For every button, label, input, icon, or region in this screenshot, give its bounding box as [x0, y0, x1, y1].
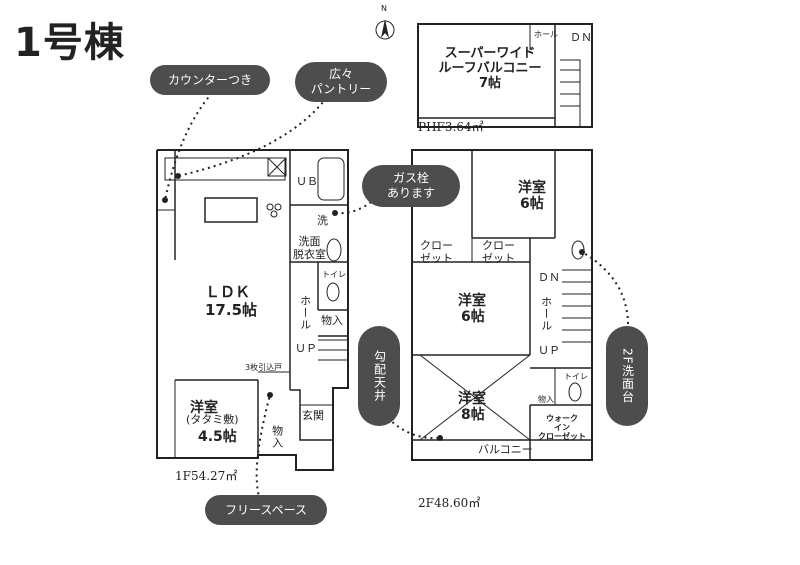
compass-icon — [375, 19, 395, 40]
room-a-size: 6帖 — [520, 196, 544, 212]
dn-2f-label: ＤＮ — [538, 271, 560, 284]
roof-outline — [417, 23, 593, 128]
ldk-size: 17.5帖 — [205, 301, 258, 319]
2f-area: 2F48.60㎡ — [418, 496, 481, 510]
room-b-size: 6帖 — [461, 309, 485, 325]
toilet-2f-label: トイレ — [564, 372, 588, 381]
hall-2f-label: ホール — [539, 296, 553, 332]
entrance-label: 玄関 — [302, 409, 324, 422]
washitsu-size: 4.5帖 — [198, 429, 237, 445]
callout-gas: ガス栓 あります — [362, 165, 460, 207]
callout-counter: カウンターつき — [150, 65, 270, 95]
callout-pantry: 広々 パントリー — [295, 62, 387, 102]
storage-2f-label: 物入 — [538, 395, 554, 404]
storage-1f-label: 物入 — [321, 314, 343, 327]
wash-room-label: 洗面 脱衣室 — [293, 235, 326, 261]
roof-balcony-line2: ルーフバルコニー — [438, 60, 542, 76]
roof-balcony-label: スーパーワイド ルーフバルコニー 7帖 — [425, 46, 555, 92]
up-1f-label: ＵＰ — [295, 342, 317, 355]
storage2-1f-label: 物入 — [270, 425, 284, 449]
wic-label: ウォーク イン クローゼット — [538, 414, 586, 442]
2f-outline — [411, 149, 593, 461]
callout-free-space: フリースペース — [205, 495, 327, 525]
callout-sloped-ceiling: 勾配天井 — [358, 326, 400, 426]
up-2f-label: ＵＰ — [538, 344, 560, 357]
room-b-name: 洋室 — [458, 293, 486, 309]
room-c-name: 洋室 — [458, 391, 486, 407]
roof-balcony-line1: スーパーワイド — [444, 46, 536, 61]
wash-label: 洗 — [317, 214, 328, 227]
ldk-name: ＬＤＫ — [205, 283, 251, 301]
closet1-label: クロー ゼット — [420, 239, 453, 265]
ub-label: ＵＢ — [296, 175, 318, 188]
toilet-1f-label: トイレ — [322, 270, 346, 279]
sliding-door-label: 3枚引込戸 — [245, 363, 283, 372]
room-c-size: 8帖 — [461, 407, 485, 423]
compass-label: N — [381, 4, 387, 13]
roof-balcony-size: 7帖 — [478, 75, 502, 91]
roof-dn-label: ＤＮ — [570, 31, 592, 44]
balcony-label: バルコニー — [478, 443, 533, 456]
room-a-name: 洋室 — [518, 180, 546, 196]
building-title: 1号棟 — [14, 20, 125, 66]
washitsu-name: 洋室 — [190, 400, 218, 416]
roof-hall-label: ホール — [534, 30, 558, 39]
roof-area: PHF3.64㎡ — [418, 120, 484, 134]
hall-1f-label: ホール — [298, 295, 312, 331]
1f-area: 1F54.27㎡ — [175, 469, 238, 483]
closet2-label: クロー ゼット — [482, 239, 515, 265]
callout-2f-washbasin: 2F洗面台 — [606, 326, 648, 426]
1f-outline — [156, 149, 349, 471]
washitsu-sub: (タタミ敷) — [186, 413, 239, 426]
